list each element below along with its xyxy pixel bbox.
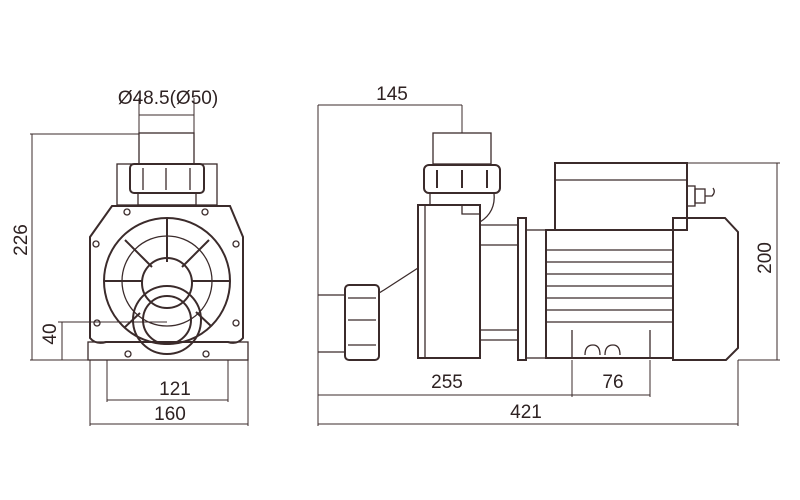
inlet-pipe xyxy=(318,294,345,353)
fan-cover xyxy=(672,217,739,361)
base-plate xyxy=(87,341,249,361)
dim-base-width: 160 xyxy=(154,404,186,425)
motor-feet xyxy=(571,330,651,358)
inlet-cone xyxy=(378,267,419,294)
volute-ribs xyxy=(104,218,230,329)
hub xyxy=(141,257,193,309)
inlet-nut xyxy=(132,285,202,355)
pump-neck xyxy=(480,224,518,341)
union-nut xyxy=(129,163,205,194)
dim-foot-offset: 255 xyxy=(431,372,463,393)
union-flange xyxy=(116,163,218,206)
outlet-pipe xyxy=(138,132,195,165)
cable-gland xyxy=(686,185,715,207)
pump-head xyxy=(417,204,481,359)
dim-base-hole-spacing: 121 xyxy=(159,379,191,400)
dim-side-height: 200 xyxy=(755,242,776,274)
front-view: Ø48.5(Ø50) 226 40 121 160 xyxy=(11,88,249,426)
motor-body xyxy=(545,229,674,359)
junction-box xyxy=(554,162,688,231)
mounting-holes xyxy=(92,208,240,358)
side-view: 145 200 255 76 421 xyxy=(317,84,780,426)
dim-outlet-height: 40 xyxy=(40,323,61,344)
cooling-fins xyxy=(546,249,673,323)
dim-pipe-diameter: Ø48.5(Ø50) xyxy=(118,88,218,109)
inlet-nut-side xyxy=(344,284,380,361)
dim-length: 421 xyxy=(510,402,542,423)
inlet-bore xyxy=(142,295,192,345)
dim-foot-spacing: 76 xyxy=(602,372,623,393)
dim-front-height: 226 xyxy=(11,224,32,256)
motor-flange xyxy=(517,217,527,361)
thread xyxy=(137,192,197,206)
dim-outlet-offset: 145 xyxy=(376,84,408,105)
outlet-pipe-side xyxy=(432,132,492,165)
outlet-nut-side xyxy=(423,164,501,194)
